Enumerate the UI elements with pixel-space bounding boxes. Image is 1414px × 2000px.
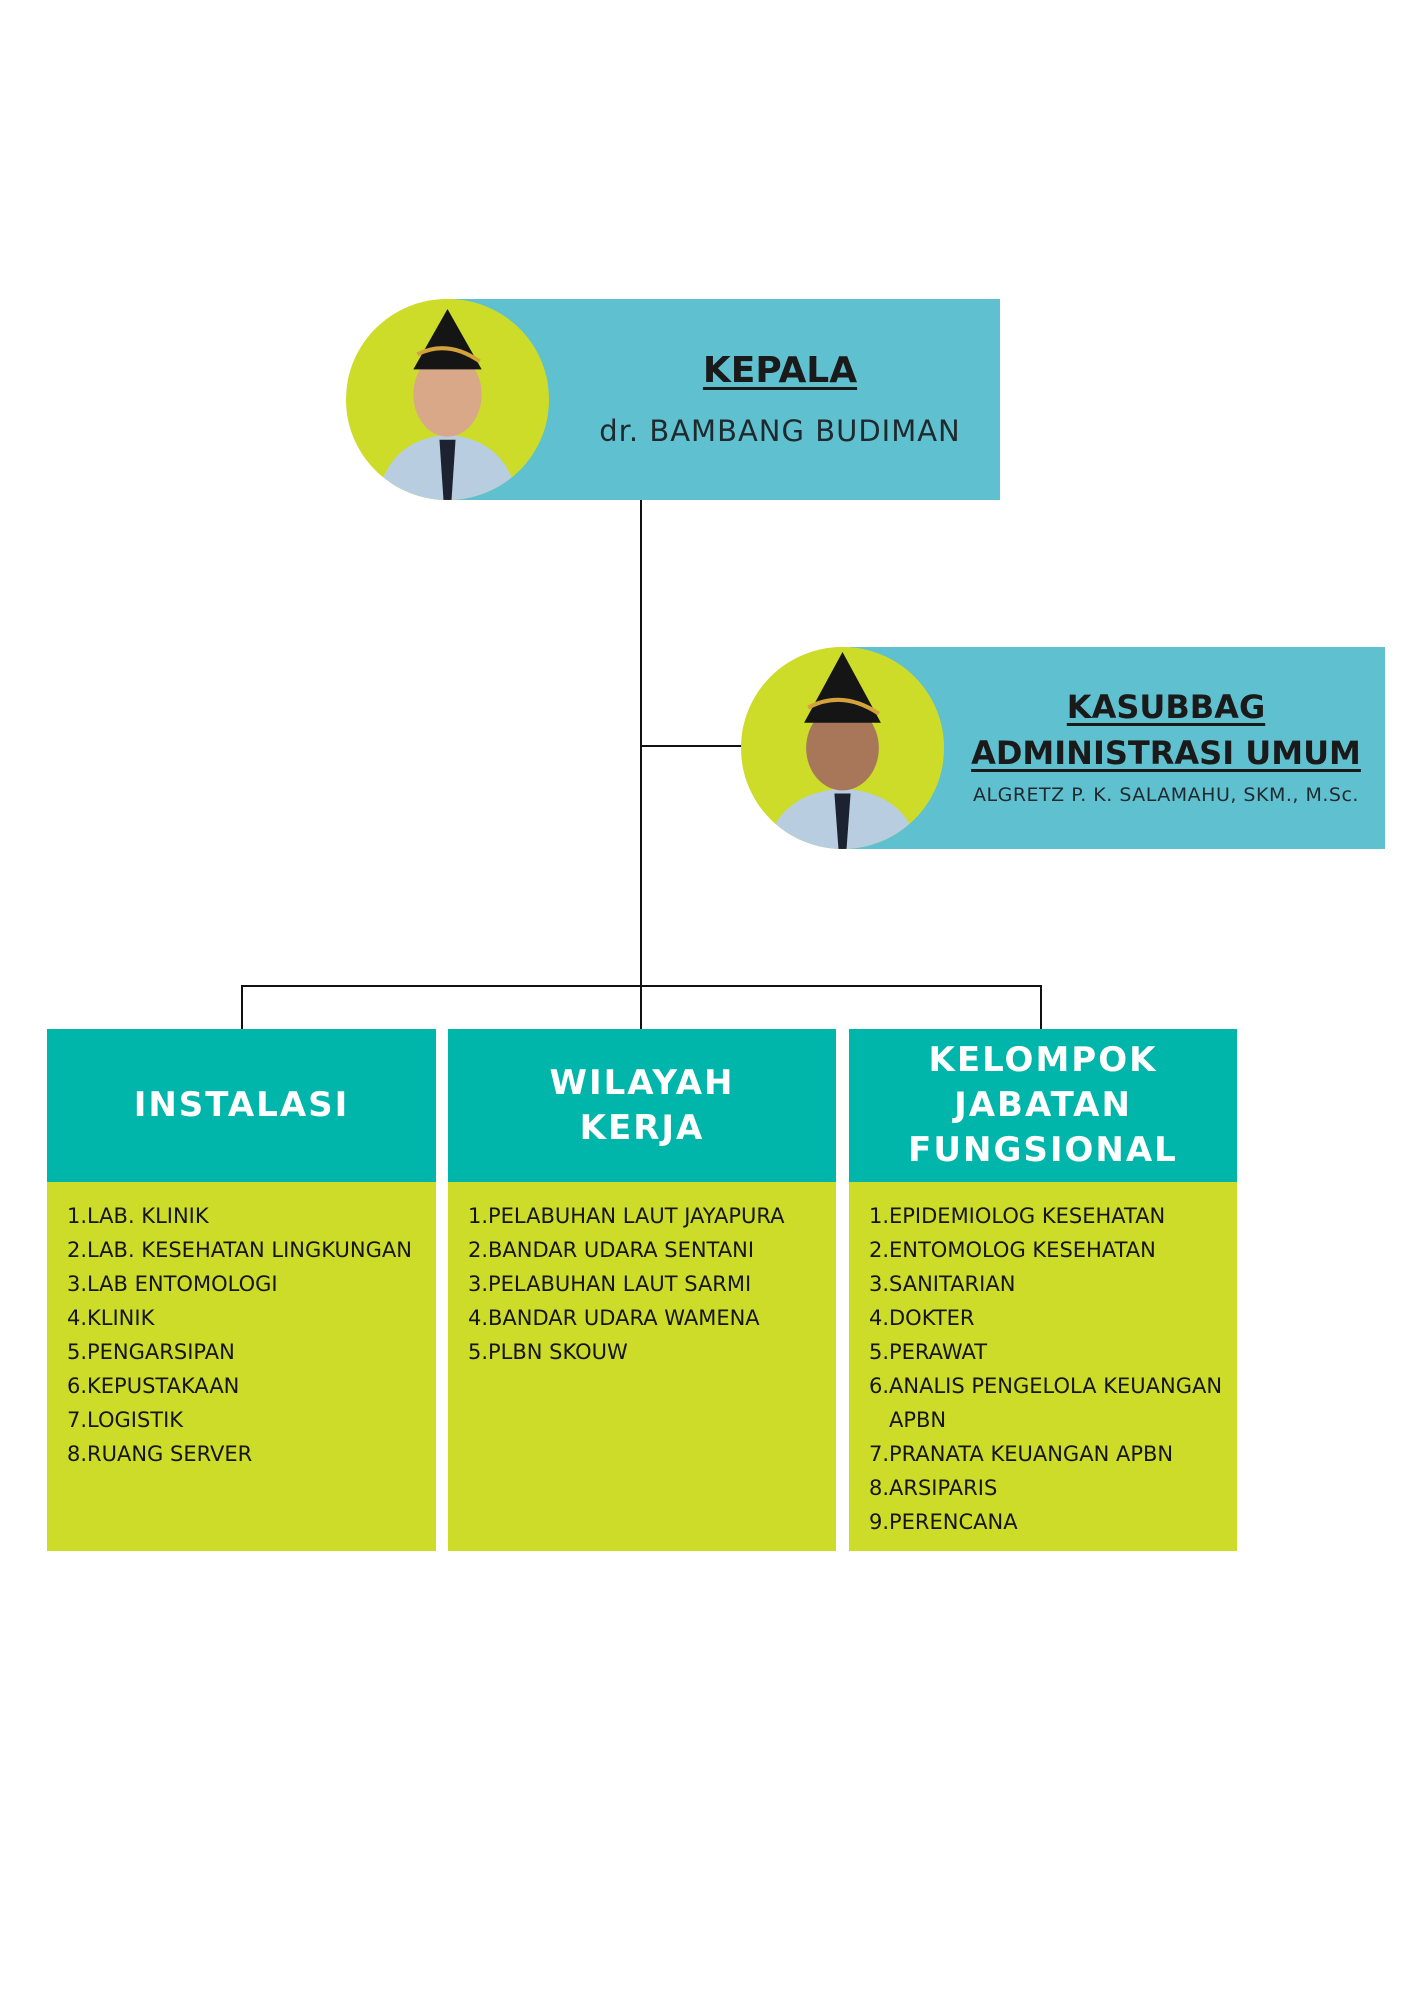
list-item-label: LAB. KLINIK <box>87 1204 209 1228</box>
list-item-label: DOKTER <box>889 1306 975 1330</box>
list-item-label: PELABUHAN LAUT JAYAPURA <box>488 1204 785 1228</box>
list-item-label: ARSIPARIS <box>889 1476 998 1500</box>
admin-title-line2: ADMINISTRASI UMUM <box>971 734 1361 772</box>
list-item-number: 2. <box>468 1238 489 1262</box>
list-item: 6.KEPUSTAKAAN <box>67 1369 430 1403</box>
list-item: 2.ENTOMOLOG KESEHATAN <box>869 1233 1231 1267</box>
head-photo <box>346 299 549 500</box>
list-item-label: SANITARIAN <box>889 1272 1016 1296</box>
list-item: 2.BANDAR UDARA SENTANI <box>468 1233 830 1267</box>
list-item-number: 7. <box>67 1408 88 1432</box>
list-item-label: KEPUSTAKAAN <box>87 1374 240 1398</box>
list-item-label: PERENCANA <box>889 1510 1018 1534</box>
list-item-label: BANDAR UDARA WAMENA <box>488 1306 760 1330</box>
list-item: 3.SANITARIAN <box>869 1267 1231 1301</box>
connector-horizontal <box>241 985 1042 987</box>
list-item: 5.PENGARSIPAN <box>67 1335 430 1369</box>
list-item: 7.LOGISTIK <box>67 1403 430 1437</box>
list-item: 3.LAB ENTOMOLOGI <box>67 1267 430 1301</box>
list-item-label: PLBN SKOUW <box>488 1340 628 1364</box>
list-item: 6.ANALIS PENGELOLA KEUANGAN APBN <box>869 1369 1231 1437</box>
connector-admin <box>640 745 744 747</box>
list-item-number: 3. <box>468 1272 489 1296</box>
list-item-number: 8. <box>67 1442 88 1466</box>
list-item-number: 2. <box>67 1238 88 1262</box>
list-item-label: EPIDEMIOLOG KESEHATAN <box>889 1204 1166 1228</box>
list-item-label: RUANG SERVER <box>87 1442 253 1466</box>
list-item-label: PRANATA KEUANGAN APBN <box>889 1442 1174 1466</box>
list-item-label: PENGARSIPAN <box>87 1340 235 1364</box>
list-item: 4.KLINIK <box>67 1301 430 1335</box>
connector-right <box>1040 985 1042 1029</box>
list-item-number: 5. <box>869 1340 890 1364</box>
admin-photo <box>741 647 944 849</box>
list-item-label: PELABUHAN LAUT SARMI <box>488 1272 752 1296</box>
list-item: 1.EPIDEMIOLOG KESEHATAN <box>869 1199 1231 1233</box>
list-item-number: 1. <box>468 1204 489 1228</box>
list-item: 1.PELABUHAN LAUT JAYAPURA <box>468 1199 830 1233</box>
list-item: 8.RUANG SERVER <box>67 1437 430 1471</box>
column-header: WILAYAH KERJA <box>448 1029 836 1182</box>
list-item-number: 6. <box>67 1374 88 1398</box>
list-item: 4.BANDAR UDARA WAMENA <box>468 1301 830 1335</box>
list-item-number: 1. <box>67 1204 88 1228</box>
column-header: INSTALASI <box>47 1029 436 1182</box>
list-item-number: 8. <box>869 1476 890 1500</box>
list-item-number: 4. <box>468 1306 489 1330</box>
connector-main-vertical <box>640 500 642 1029</box>
list-item: 2.LAB. KESEHATAN LINGKUNGAN <box>67 1233 430 1267</box>
list-item-number: 4. <box>67 1306 88 1330</box>
list-item-label: ENTOMOLOG KESEHATAN <box>889 1238 1156 1262</box>
list-item-number: 9. <box>869 1510 890 1534</box>
list-item-number: 3. <box>67 1272 88 1296</box>
list-item: 3.PELABUHAN LAUT SARMI <box>468 1267 830 1301</box>
list-item: 4.DOKTER <box>869 1301 1231 1335</box>
admin-name: ALGRETZ P. K. SALAMAHU, SKM., M.Sc. <box>973 784 1359 806</box>
list-item: 5.PLBN SKOUW <box>468 1335 830 1369</box>
list-item-number: 1. <box>869 1204 890 1228</box>
list-item: 9.PERENCANA <box>869 1505 1231 1539</box>
head-title: KEPALA <box>702 350 858 391</box>
list-item-label: LAB. KESEHATAN LINGKUNGAN <box>87 1238 412 1262</box>
list-item-number: 7. <box>869 1442 890 1466</box>
list-item-number: 6. <box>869 1374 890 1398</box>
list-item-number: 5. <box>67 1340 88 1364</box>
list-item: 8.ARSIPARIS <box>869 1471 1231 1505</box>
list-item: 5.PERAWAT <box>869 1335 1231 1369</box>
list-item-label: LOGISTIK <box>87 1408 184 1432</box>
column-kelompok-jabatan-fungsional: KELOMPOK JABATAN FUNGSIONAL 1.EPIDEMIOLO… <box>849 1029 1237 1551</box>
connector-left <box>241 985 243 1029</box>
column-header: KELOMPOK JABATAN FUNGSIONAL <box>849 1029 1237 1182</box>
list-item-label: BANDAR UDARA SENTANI <box>488 1238 755 1262</box>
head-name: dr. BAMBANG BUDIMAN <box>599 414 961 448</box>
list-item-number: 3. <box>869 1272 890 1296</box>
list-item: 1.LAB. KLINIK <box>67 1199 430 1233</box>
list-item-label: PERAWAT <box>889 1340 988 1364</box>
list-item-label: LAB ENTOMOLOGI <box>87 1272 278 1296</box>
list-item: 7.PRANATA KEUANGAN APBN <box>869 1437 1231 1471</box>
list-item-number: 5. <box>468 1340 489 1364</box>
list-item-number: 2. <box>869 1238 890 1262</box>
list-item-number: 4. <box>869 1306 890 1330</box>
list-item-label: ANALIS PENGELOLA KEUANGAN APBN <box>889 1374 1223 1432</box>
admin-title-line1: KASUBBAG <box>1066 688 1266 726</box>
list-item-label: KLINIK <box>87 1306 155 1330</box>
